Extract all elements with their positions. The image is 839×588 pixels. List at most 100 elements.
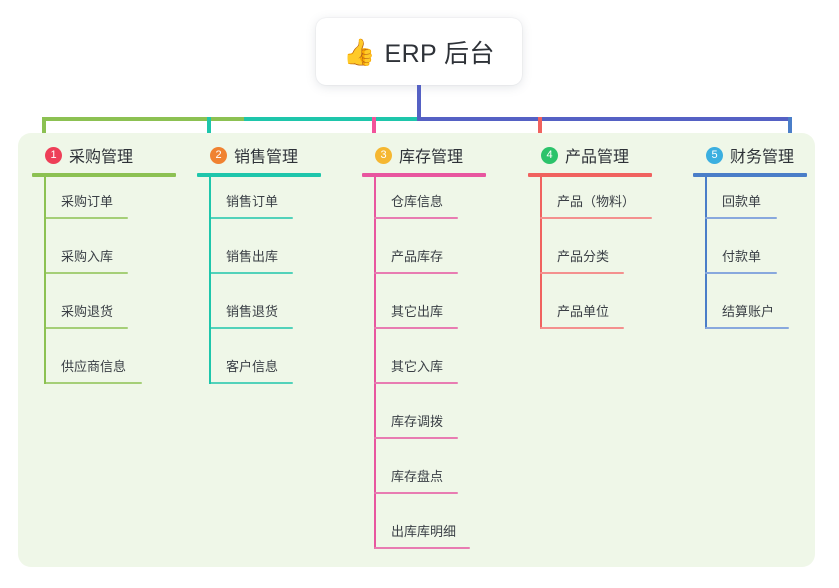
column-items-3: 仓库信息产品库存其它出库其它入库库存调拨库存盘点出库库明细 [362,177,492,562]
list-item-underline [540,217,652,219]
column-badge-icon-4: 4 [541,146,558,164]
list-item[interactable]: 其它入库 [362,342,492,397]
column-title-1: 采购管理 [69,149,134,166]
column-header-5[interactable]: 5 财务管理 [693,143,813,167]
column-header-4[interactable]: 4 产品管理 [528,143,658,167]
list-item-label: 出库库明细 [391,524,457,539]
list-item-label: 其它出库 [391,304,444,319]
column-title-5: 财务管理 [730,149,795,166]
list-item[interactable]: 客户信息 [197,342,327,397]
list-item-underline [374,327,458,329]
column-items-2: 销售订单销售出库销售退货客户信息 [197,177,327,397]
list-item-underline [209,272,293,274]
list-item-underline [374,492,458,494]
column-items-1: 采购订单采购入库采购退货供应商信息 [32,177,182,397]
column-underline-2 [197,173,321,177]
list-item[interactable]: 产品分类 [528,232,658,287]
list-item[interactable]: 其它出库 [362,287,492,342]
column-5: 5 财务管理回款单付款单结算账户 [693,143,813,342]
list-item-underline [209,217,293,219]
column-underline-1 [32,173,176,177]
list-item-underline [374,547,470,549]
list-item-label: 产品（物料） [557,194,636,209]
list-item-underline [374,217,458,219]
list-item[interactable]: 销售订单 [197,177,327,232]
column-3: 3 库存管理仓库信息产品库存其它出库其它入库库存调拨库存盘点出库库明细 [362,143,492,562]
connector-bar-segment-blue [417,117,792,121]
list-item[interactable]: 结算账户 [693,287,813,342]
list-item-underline [374,272,458,274]
list-item-label: 采购订单 [61,194,114,209]
list-item-underline [374,382,458,384]
root-node[interactable]: 👍 ERP 后台 [316,18,522,85]
list-item-underline [44,382,142,384]
list-item[interactable]: 产品库存 [362,232,492,287]
list-item-label: 销售订单 [226,194,279,209]
list-item-label: 采购退货 [61,304,114,319]
column-badge-icon-5: 5 [706,146,723,164]
list-item-underline [209,327,293,329]
connector-bar-segment-green [42,117,246,121]
list-item-label: 客户信息 [226,359,279,374]
column-1: 1 采购管理采购订单采购入库采购退货供应商信息 [32,143,182,397]
thumbs-up-icon: 👍 [343,36,376,67]
list-item-label: 供应商信息 [61,359,127,374]
list-item-label: 回款单 [722,194,762,209]
list-item-underline [44,327,128,329]
list-item[interactable]: 付款单 [693,232,813,287]
column-badge-icon-3: 3 [375,146,392,164]
list-item[interactable]: 仓库信息 [362,177,492,232]
list-item-label: 销售出库 [226,249,279,264]
list-item-underline [705,272,777,274]
column-header-1[interactable]: 1 采购管理 [32,143,182,167]
list-item[interactable]: 采购退货 [32,287,182,342]
column-underline-3 [362,173,486,177]
root-node-title: ERP 后台 [384,39,495,68]
list-item-label: 采购入库 [61,249,114,264]
list-item-label: 产品分类 [557,249,610,264]
list-item-label: 仓库信息 [391,194,444,209]
column-title-3: 库存管理 [399,149,464,166]
column-underline-4 [528,173,652,177]
column-trunk-line-4 [540,177,542,329]
list-item-underline [44,272,128,274]
list-item-underline [374,437,458,439]
list-item-underline [705,327,789,329]
column-trunk-line-5 [705,177,707,329]
column-underline-5 [693,173,807,177]
column-badge-icon-1: 1 [45,146,62,164]
list-item[interactable]: 产品（物料） [528,177,658,232]
list-item-underline [44,217,128,219]
list-item-label: 库存盘点 [391,469,444,484]
list-item[interactable]: 采购入库 [32,232,182,287]
list-item-label: 库存调拨 [391,414,444,429]
list-item[interactable]: 出库库明细 [362,507,492,562]
list-item[interactable]: 库存调拨 [362,397,492,452]
list-item-label: 产品单位 [557,304,610,319]
diagram-panel [18,133,815,567]
list-item-label: 结算账户 [722,304,775,319]
list-item[interactable]: 回款单 [693,177,813,232]
list-item-label: 其它入库 [391,359,444,374]
column-4: 4 产品管理产品（物料） 产品分类产品单位 [528,143,658,342]
list-item[interactable]: 产品单位 [528,287,658,342]
column-badge-icon-2: 2 [210,146,227,164]
list-item-underline [705,217,777,219]
list-item[interactable]: 销售退货 [197,287,327,342]
list-item-label: 产品库存 [391,249,444,264]
column-header-3[interactable]: 3 库存管理 [362,143,492,167]
list-item[interactable]: 销售出库 [197,232,327,287]
column-trunk-line-1 [44,177,46,384]
list-item-underline [209,382,293,384]
column-title-4: 产品管理 [565,149,630,166]
column-trunk-line-2 [209,177,211,384]
column-trunk-line-3 [374,177,376,549]
list-item[interactable]: 库存盘点 [362,452,492,507]
list-item[interactable]: 供应商信息 [32,342,182,397]
list-item-label: 销售退货 [226,304,279,319]
list-item-underline [540,272,624,274]
list-item[interactable]: 采购订单 [32,177,182,232]
